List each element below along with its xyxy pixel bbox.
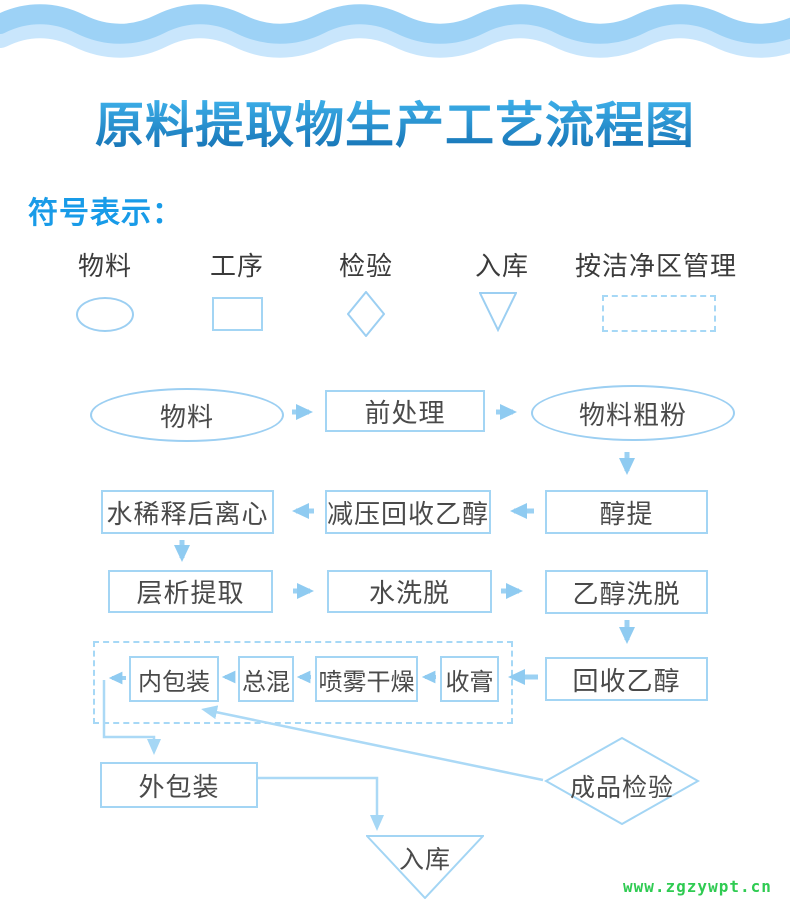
- page-title: 原料提取物生产工艺流程图: [95, 99, 695, 153]
- legend-label-clean-area: 按洁净区管理: [574, 251, 738, 281]
- flow-node-label: 成品检验: [569, 774, 674, 802]
- flow-node-label: 入库: [398, 846, 451, 874]
- flow-node-label: 水稀释后离心: [106, 498, 269, 529]
- flow-node-coarse-powder: 物料粗粉: [531, 385, 735, 441]
- title-banner: 原料提取物生产工艺流程图: [95, 99, 695, 153]
- legend-label-inspection: 检验: [338, 251, 394, 281]
- flow-node-material: 物料: [90, 388, 284, 442]
- legend-label-warehousing: 入库: [474, 251, 530, 281]
- legend-label-process: 工序: [209, 251, 265, 281]
- flow-node-inner-packing: 内包装: [129, 656, 219, 702]
- flow-node-warehousing: 入库: [366, 835, 484, 899]
- wave-banner: [0, 4, 790, 58]
- flow-node-ethanol-elution: 乙醇洗脱: [545, 570, 708, 614]
- flow-node-label: 层析提取: [136, 578, 245, 608]
- flow-node-label: 内包装: [138, 668, 210, 696]
- flow-node-label: 总混: [242, 668, 290, 696]
- legend-rect-icon: [212, 297, 263, 331]
- flow-node-spray-drying: 喷雾干燥: [315, 656, 418, 702]
- flow-node-label: 回收乙醇: [572, 665, 681, 696]
- legend-triangle-icon: [479, 292, 517, 332]
- flow-node-label: 水洗脱: [368, 578, 450, 608]
- flow-node-paste-collection: 收膏: [440, 656, 499, 702]
- flow-node-recover-ethanol: 回收乙醇: [545, 657, 708, 701]
- flow-node-pretreatment: 前处理: [325, 390, 485, 432]
- flow-node-ethanol-extraction: 醇提: [545, 490, 708, 534]
- legend-ellipse-icon: [76, 297, 134, 332]
- flow-node-blending: 总混: [238, 656, 294, 702]
- flow-node-vacuum-recover-ethanol: 减压回收乙醇: [325, 490, 491, 534]
- legend-heading: 符号表示：: [28, 197, 183, 230]
- legend-diamond-icon: [347, 291, 385, 337]
- flow-node-label: 减压回收乙醇: [327, 498, 490, 529]
- triangle-shape: [366, 835, 484, 899]
- flow-node-label: 前处理: [364, 397, 446, 428]
- flow-node-label: 醇提: [599, 498, 654, 529]
- legend-label-material: 物料: [77, 251, 133, 281]
- flow-node-outer-packing: 外包装: [100, 762, 258, 808]
- wave-band-dark: [0, 4, 790, 44]
- flow-node-label: 乙醇洗脱: [572, 578, 681, 609]
- diamond-shape: [544, 737, 700, 825]
- legend-dashed-rect-icon: [602, 295, 716, 332]
- flow-node-product-inspection: 成品检验: [544, 737, 700, 825]
- flow-node-label: 外包装: [138, 771, 220, 802]
- watermark: www.zgzywpt.cn: [623, 877, 772, 896]
- connector-outer-packing-to-warehousing: [258, 776, 384, 831]
- flow-node-label: 收膏: [445, 668, 494, 696]
- flow-node-label: 物料: [159, 401, 214, 432]
- flow-node-dilute-centrifuge: 水稀释后离心: [101, 490, 274, 534]
- flow-node-water-elution: 水洗脱: [327, 570, 492, 613]
- flow-node-chromatography: 层析提取: [108, 570, 273, 613]
- flow-node-label: 物料粗粉: [578, 399, 687, 430]
- flow-node-label: 喷雾干燥: [318, 668, 415, 696]
